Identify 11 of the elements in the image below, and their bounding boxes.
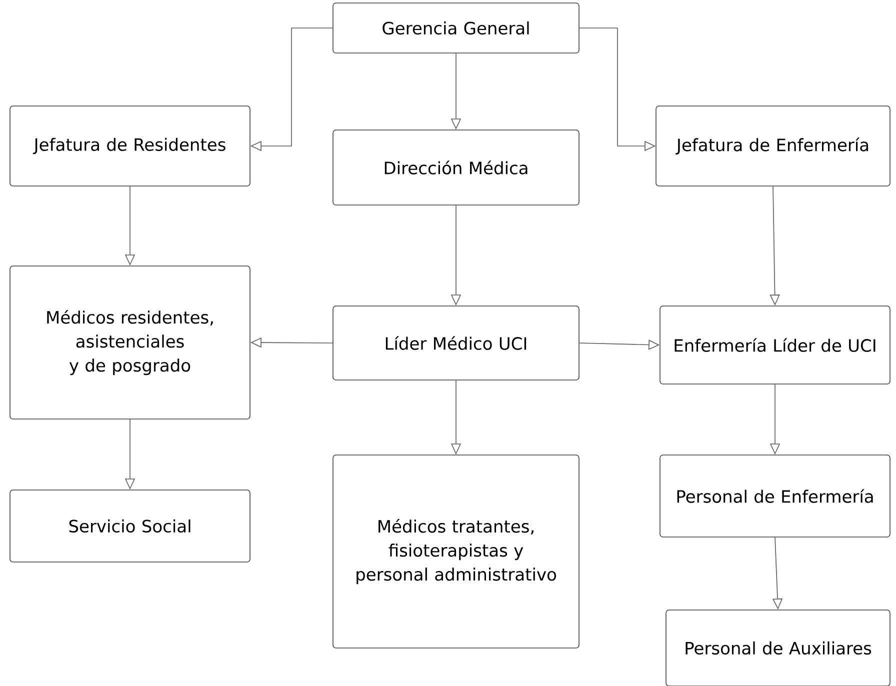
org-box: Médicos tratantes, fisioterapistas y personal administrativo xyxy=(332,454,580,648)
org-box: Enfermería Líder de UCI xyxy=(660,306,890,384)
org-box: Médicos residentes, asistenciales y de posgrado xyxy=(10,266,250,420)
org-box: Líder Médico UCI xyxy=(332,306,580,380)
org-box: Personal de Auxiliares xyxy=(666,610,890,686)
org-box: Jefatura de Enfermería xyxy=(656,106,890,186)
org-box: Dirección Médica xyxy=(332,130,580,206)
org-box: Personal de Enfermería xyxy=(660,454,890,538)
org-box: Servicio Social xyxy=(10,490,250,562)
org-box: Gerencia General xyxy=(332,2,580,54)
org-box: Jefatura de Residentes xyxy=(10,106,250,186)
